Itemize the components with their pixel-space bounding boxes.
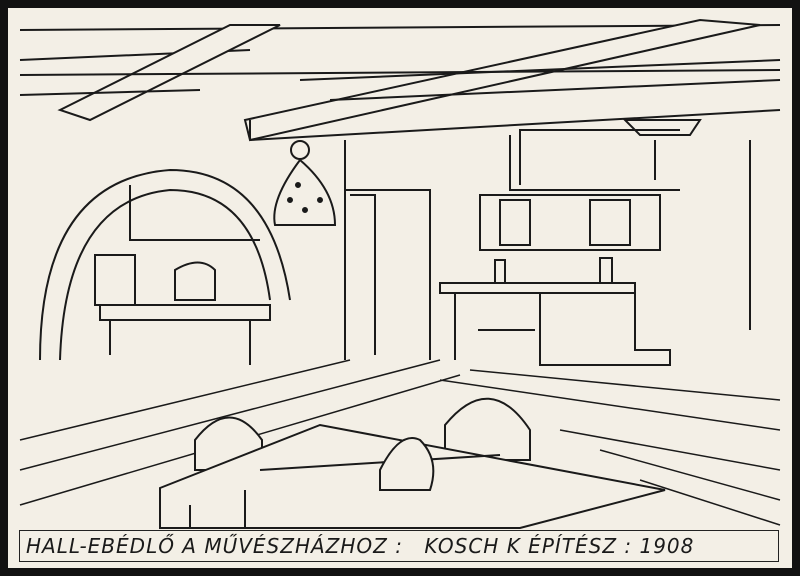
caption-title: HALL-EBÉDLŐ A MŰVÉSZHÁZHOZ : xyxy=(26,534,403,558)
dining-table xyxy=(159,397,666,529)
caption-author-date: KOSCH K ÉPÍTÉSZ : 1908 xyxy=(424,534,695,558)
fireplace-arch xyxy=(39,168,291,365)
back-wall xyxy=(344,119,751,360)
sideboard-cabinet xyxy=(439,194,671,366)
ceiling-beams xyxy=(19,18,781,142)
lady-figure xyxy=(273,140,337,226)
caption-banner: HALL-EBÉDLŐ A MŰVÉSZHÁZHOZ : KOSCH K ÉPÍ… xyxy=(19,530,779,562)
